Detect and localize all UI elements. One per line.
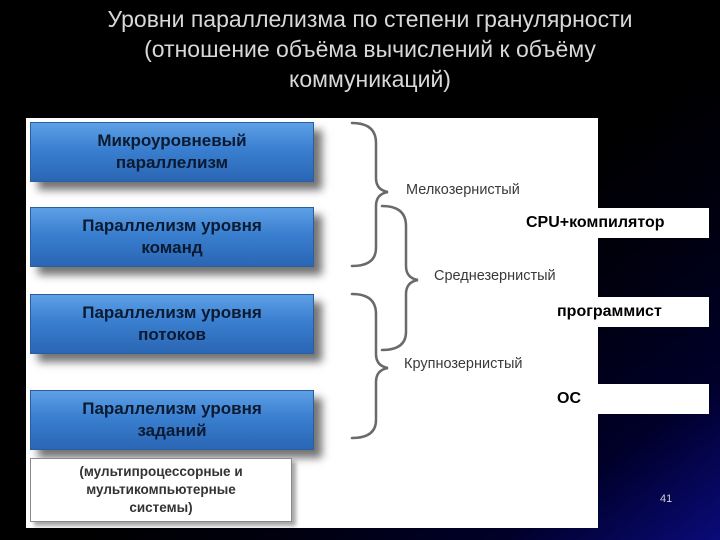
level-box-threads: Параллелизм уровня потоков [30, 294, 314, 354]
systems-note-box: (мультипроцессорные и мультикомпьютерные… [30, 458, 292, 522]
level-box-instructions-line-1: Параллелизм уровня [82, 216, 262, 235]
medium-grain-brace [380, 204, 419, 352]
grouping-braces [350, 121, 419, 440]
level-box-micro-line-1: Микроуровневый [97, 131, 247, 150]
medium-grain-label: Среднезернистый [434, 268, 556, 284]
cpu-compiler-label: CPU+компилятор [520, 208, 709, 238]
coarse-grain-label: Крупнозернистый [404, 356, 523, 372]
level-box-jobs-line-2: заданий [137, 421, 207, 440]
level-box-threads-line-2: потоков [138, 325, 206, 344]
page-number: 41 [660, 493, 673, 505]
title-line-3: коммуникаций) [289, 66, 451, 92]
title-line-1: Уровни параллелизма по степени гранулярн… [107, 6, 633, 32]
os-label: ОС [551, 384, 709, 414]
note-line-1: (мультипроцессорные и [79, 464, 243, 479]
level-box-instructions: Параллелизм уровня команд [30, 207, 314, 267]
level-box-jobs: Параллелизм уровня заданий [30, 390, 314, 450]
fine-grain-brace [350, 121, 389, 268]
level-box-threads-line-1: Параллелизм уровня [82, 303, 262, 322]
note-line-3: системы) [129, 500, 193, 515]
level-box-micro-line-2: параллелизм [115, 153, 229, 172]
title-line-2: (отношение объёма вычислений к объёму [144, 36, 596, 62]
level-box-jobs-line-1: Параллелизм уровня [82, 399, 262, 418]
programmer-label: программист [551, 297, 709, 327]
note-line-2: мультикомпьютерные [86, 482, 236, 497]
coarse-grain-brace [350, 292, 389, 440]
level-box-micro: Микроуровневый параллелизм [30, 122, 314, 182]
fine-grain-label: Мелкозернистый [406, 182, 520, 198]
diagram-panel: Микроуровневый параллелизм Параллелизм у… [26, 118, 598, 528]
level-box-instructions-line-2: команд [141, 238, 203, 257]
slide-title: Уровни параллелизма по степени гранулярн… [40, 4, 700, 94]
